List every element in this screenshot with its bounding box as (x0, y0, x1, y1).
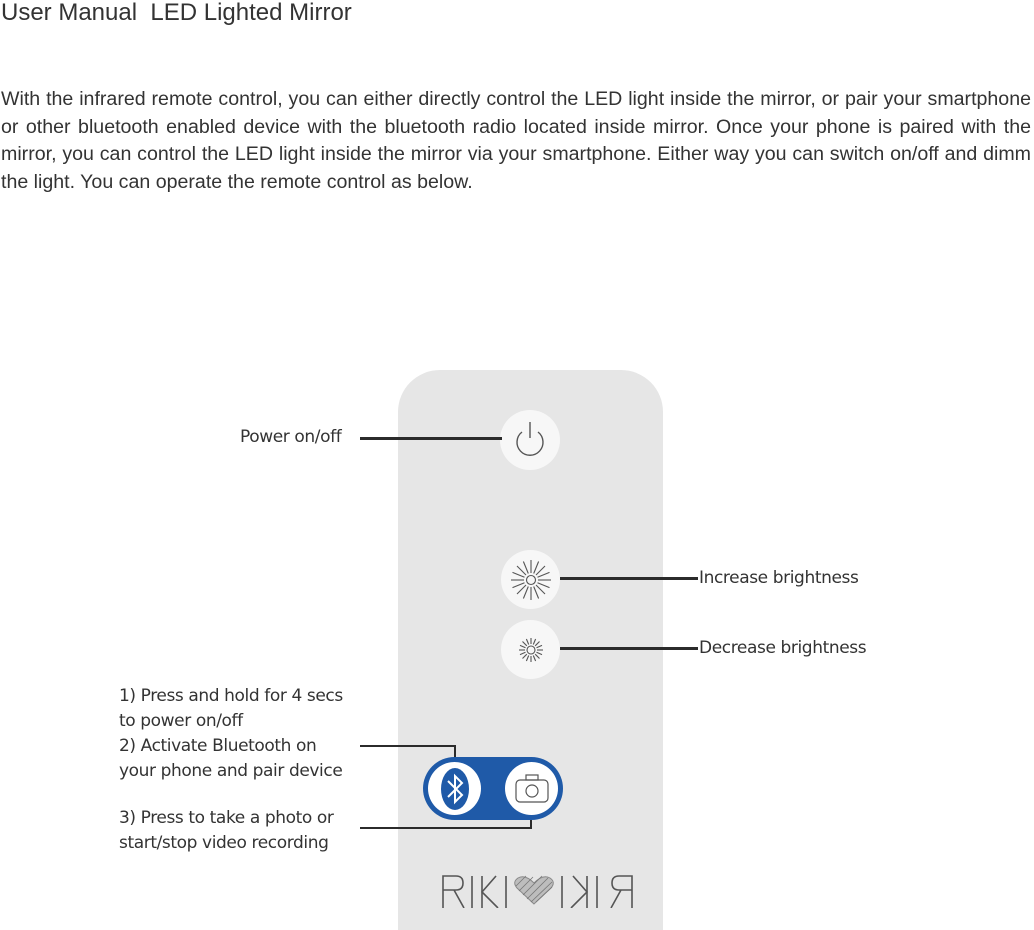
camera-icon (514, 773, 549, 803)
heart-icon (514, 875, 554, 905)
riki-brand-logo (442, 875, 633, 908)
camera-label: 3) Press to take a photo or start/stop v… (119, 808, 334, 853)
decrease-brightness-label: Decrease brightness (699, 638, 867, 658)
intro-paragraph: With the infrared remote control, you ca… (1, 88, 1031, 193)
increase-leader-line (560, 577, 698, 580)
camera-button (505, 762, 558, 815)
bluetooth-icon (440, 767, 469, 810)
bluetooth-button (428, 762, 481, 815)
decrease-brightness-button (501, 620, 560, 679)
camera-leader-line-h (360, 827, 532, 829)
sun-large-icon (510, 559, 551, 600)
power-label: Power on/off (240, 427, 342, 447)
document-title: User Manual LED Lighted Mirror (1, 0, 352, 26)
power-leader-line (360, 437, 502, 440)
bluetooth-camera-pill (423, 757, 563, 820)
increase-brightness-button (501, 550, 560, 609)
bluetooth-label: 1) Press and hold for 4 secs to power on… (119, 686, 343, 781)
power-button (500, 410, 560, 470)
remote-control-diagram: Power on/off Increase brightness (119, 370, 867, 930)
power-icon (516, 422, 544, 456)
bluetooth-leader-line-v (454, 745, 456, 759)
camera-leader-line-v (530, 817, 532, 829)
increase-brightness-label: Increase brightness (699, 568, 859, 588)
decrease-leader-line (560, 647, 698, 650)
sun-small-icon (518, 637, 543, 662)
bluetooth-leader-line-h (360, 745, 456, 747)
